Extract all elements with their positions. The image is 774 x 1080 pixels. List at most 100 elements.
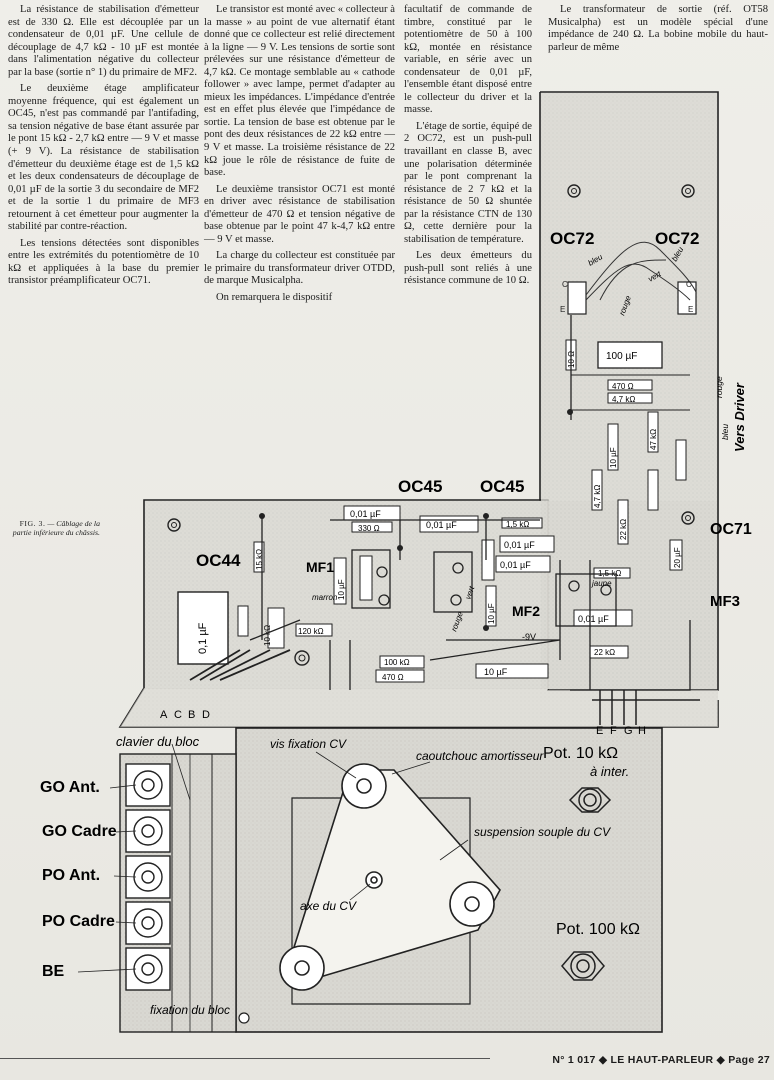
diagram-label: 47 kΩ — [649, 429, 658, 450]
rubber-label: caoutchouc amortisseur — [416, 749, 544, 763]
diagram-label: 0,01 µF — [504, 540, 535, 550]
oc44-label: OC44 — [196, 551, 241, 570]
paragraph: La charge du collecteur est constituée p… — [204, 250, 395, 287]
paragraph: On remarquera le dispositif — [216, 292, 333, 304]
diagram-label: PO Cadre — [42, 913, 115, 930]
figure-caption-text: — Câblage de la partie inférieure du châ… — [12, 519, 100, 537]
diagram-label: GO Ant. — [40, 779, 100, 796]
oc71-label: OC71 — [710, 521, 752, 538]
paragraph: La résistance de stabilisation d'émetteu… — [8, 4, 199, 78]
rubber-mounts — [279, 763, 495, 991]
wire-color: bleu — [587, 252, 605, 268]
diagram-label: 15 kΩ — [255, 549, 264, 570]
diagram-label: GO Cadre — [42, 823, 117, 840]
separator-diamond: ◆ — [716, 1054, 725, 1066]
terminal-letters-left: A C B D — [160, 709, 210, 721]
diagram-label: 10 µF — [487, 603, 496, 624]
diagram-label: 10 kΩ — [263, 625, 272, 646]
wire-color: bleu — [720, 424, 730, 440]
diagram-label: 120 kΩ — [298, 627, 324, 636]
main-components — [237, 539, 497, 649]
svg-text:E: E — [560, 305, 565, 314]
diagram-label: jaune — [591, 579, 612, 588]
oc45-label-1: OC45 — [398, 477, 442, 496]
suspension-label: suspension souple du CV — [474, 825, 611, 839]
paragraph: Les deux émetteurs du push-pull sont rel… — [404, 250, 532, 287]
diagram-label: 22 kΩ — [619, 519, 628, 540]
diagram-label: 10 µF — [609, 447, 618, 468]
terminal-letters-right: E F G H — [596, 725, 646, 737]
pot-10k-label: Pot. 10 kΩ — [543, 745, 618, 762]
issue-number: N° 1 017 — [552, 1054, 596, 1066]
diagram-label: G — [624, 725, 633, 737]
diagram-label: 330 Ω — [358, 524, 380, 533]
diagram-label: C — [174, 709, 182, 721]
wire-color: rouge — [714, 376, 724, 398]
paragraph: Les tensions détectées sont disponibles … — [8, 237, 199, 287]
diagram-label: vis fixation CV — [270, 737, 347, 751]
capacitor-0-1uf — [177, 591, 229, 665]
paragraph: facultatif de commande de timbre, consti… — [404, 4, 532, 116]
diagram-label: 1,5 kΩ — [506, 520, 529, 529]
pot-100k — [561, 951, 605, 981]
diagram-label: 0,01 µF — [350, 509, 381, 519]
diagram-label: 100 µF — [606, 351, 637, 362]
block-title: clavier du bloc — [116, 734, 200, 749]
diagram-label: vert — [463, 584, 476, 600]
diagram-label: 0,01 µF — [500, 560, 531, 570]
wire-color: rouge — [617, 294, 633, 317]
diagram-label: H — [638, 725, 646, 737]
page-footer: N° 1 017 ◆ LE HAUT-PARLEUR ◆ Page 27 — [0, 1054, 774, 1078]
pot-10k-sub: à inter. — [590, 764, 629, 779]
svg-text:E: E — [688, 305, 693, 314]
diagram-label: 10 µF — [484, 667, 508, 677]
text-column-3: facultatif de commande de timbre, consti… — [404, 4, 532, 292]
page-number: Page 27 — [728, 1054, 770, 1066]
paragraph: L'étage de sortie, équipé de 2 OC72, est… — [404, 120, 532, 245]
diagram-label: 4,7 kΩ — [612, 395, 635, 404]
diagram-label: rouge — [449, 610, 465, 633]
diagram-label: 10 µF — [337, 579, 346, 600]
pot-100k-label: Pot. 100 kΩ — [556, 921, 640, 938]
band-labels: GO Ant. GO Cadre PO Ant. PO Cadre BE — [40, 779, 117, 980]
diagram-label: 4,7 kΩ — [593, 485, 602, 508]
speaker-wires — [585, 241, 697, 301]
band-buttons — [125, 763, 171, 991]
oc45-label-2: OC45 — [480, 477, 524, 496]
diagram-label: PO Ant. — [42, 867, 100, 884]
diagram-label: 22 kΩ — [594, 648, 615, 657]
diagram-label: E — [596, 725, 603, 737]
svg-text:C: C — [562, 280, 568, 289]
diagram-label: 1,5 kΩ — [598, 569, 621, 578]
cv-suspension-frame — [291, 797, 471, 1005]
diagram-label: 470 Ω — [612, 382, 634, 391]
figure-caption: FIG. 3. — Câblage de la partie inférieur… — [6, 519, 100, 537]
wire-color: bleu — [670, 245, 686, 263]
oc72-transistors — [567, 281, 697, 315]
diagram-label: 10 Ω — [567, 351, 576, 368]
cv-axis-label: axe du CV — [300, 899, 357, 913]
mf1-label: MF1 — [306, 559, 334, 575]
cv-screw-label: vis fixation CV — [270, 737, 347, 751]
mf2-label: MF2 — [512, 603, 540, 619]
mf3-label: MF3 — [710, 593, 740, 610]
diagram-label: marron — [312, 593, 338, 602]
driver-label: Vers Driver — [732, 382, 747, 452]
magazine-name: LE HAUT-PARLEUR — [610, 1054, 714, 1066]
diagram-label: BE — [42, 963, 65, 980]
wire-color: vert — [647, 269, 664, 284]
mf-capacitors — [343, 505, 633, 627]
svg-text:C: C — [686, 280, 692, 289]
footer-rule — [0, 1058, 490, 1059]
diagram-label: D — [202, 709, 210, 721]
oc72-right-label: OC72 — [655, 229, 699, 248]
text-column-1: La résistance de stabilisation d'émetteu… — [8, 4, 199, 292]
diagram-label: 20 µF — [673, 547, 682, 568]
figure-number: FIG. 3. — [19, 519, 46, 528]
diagram-label: F — [610, 725, 617, 737]
wiring-lines — [189, 516, 700, 725]
block-fixing-label: fixation du bloc — [150, 1003, 230, 1017]
diagram-label: 0,1 µF — [197, 622, 209, 654]
text-column-4: Le transformateur de sortie (réf. OT58 M… — [548, 4, 768, 58]
